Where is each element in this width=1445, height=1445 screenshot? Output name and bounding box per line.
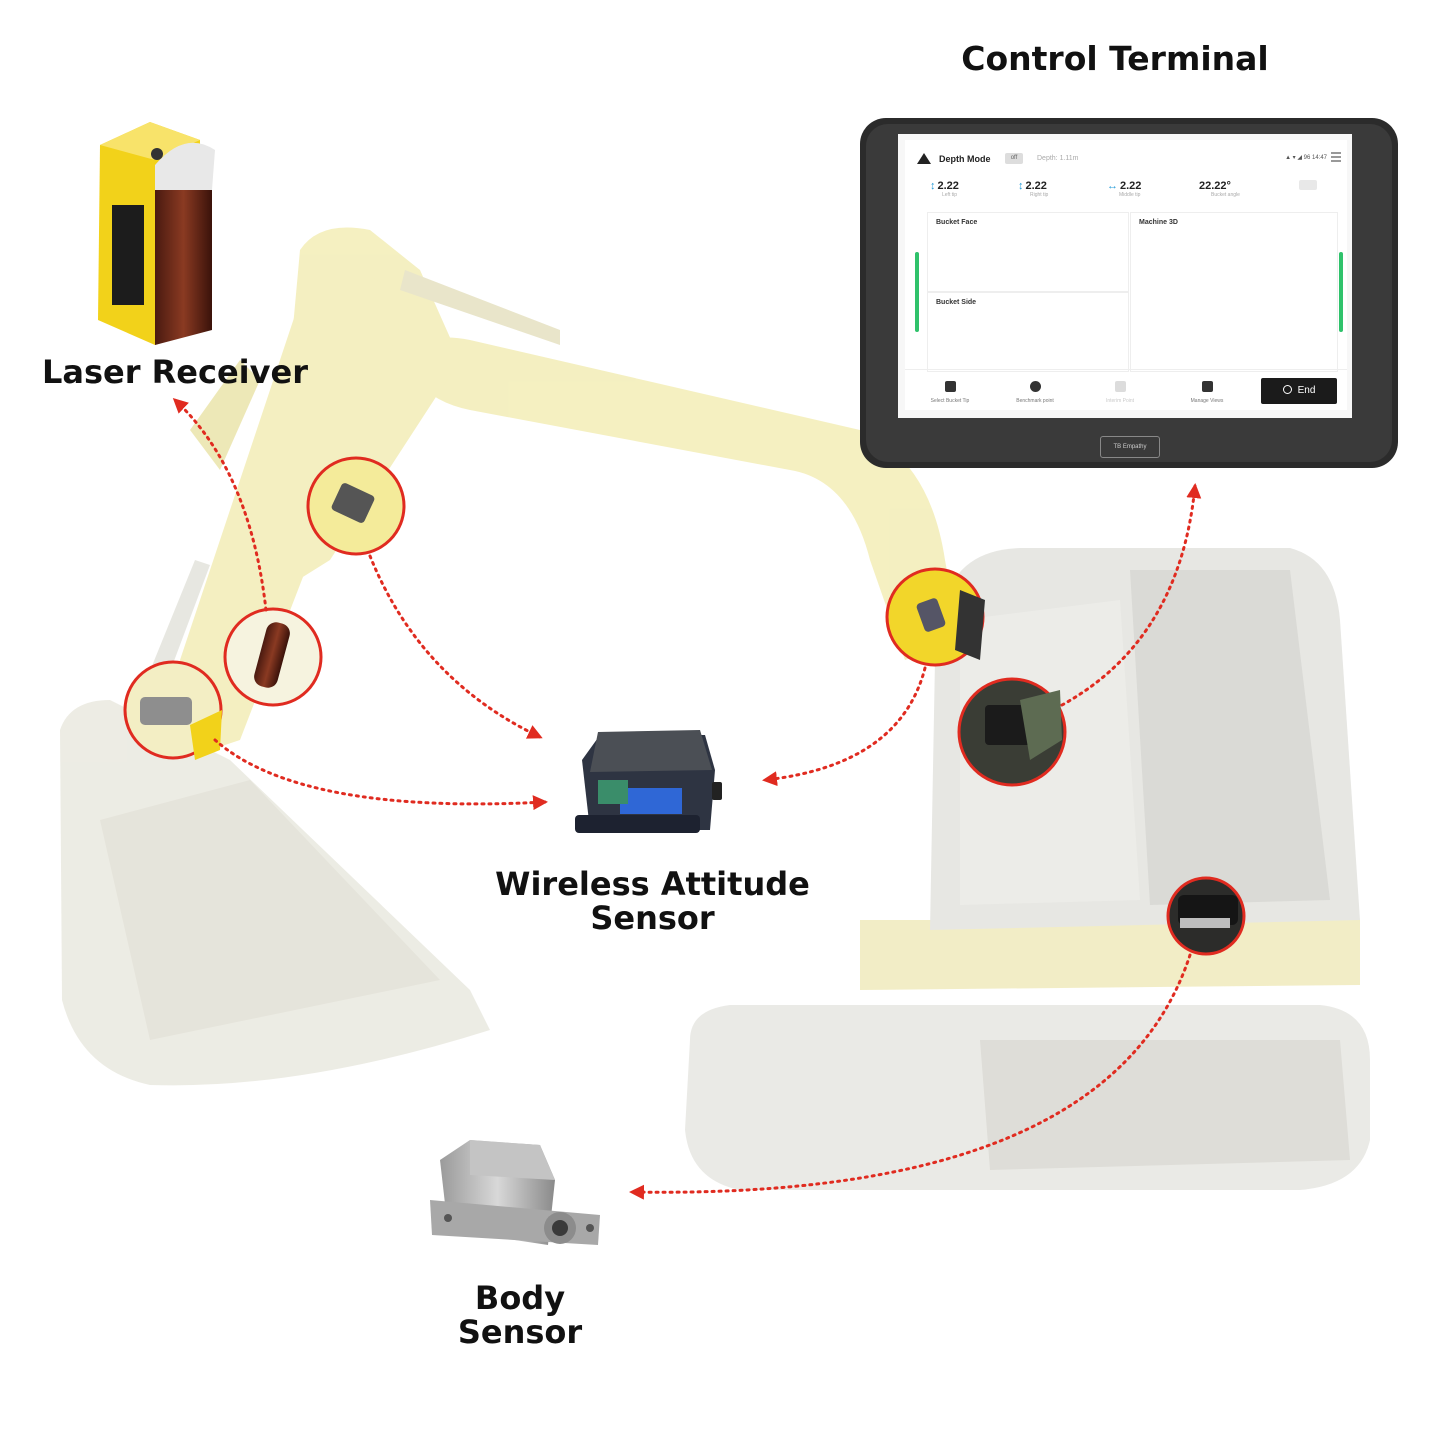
metric-caption: Left tip	[942, 192, 958, 198]
depth-hint: Depth: 1.11m	[1037, 155, 1079, 162]
bucket-icon	[944, 381, 956, 392]
arrow-boom-to-was	[762, 666, 927, 787]
left-level-indicator	[915, 252, 919, 332]
label-wireless-attitude-sensor: Wireless Attitude Sensor	[480, 865, 825, 937]
panel-title: Bucket Side	[936, 299, 977, 306]
arrow-to-body-sensor	[629, 953, 1192, 1200]
arrow-to-laser-receiver	[172, 397, 268, 612]
metric-value: 2.22	[1025, 180, 1047, 192]
grid-icon	[1201, 381, 1213, 392]
metric-middle-tip: ↔2.22 Middle tip	[1107, 180, 1187, 198]
target-icon	[1029, 381, 1041, 392]
label-line: Sensor	[590, 898, 715, 937]
arrow-arm-to-was	[368, 554, 543, 739]
right-level-indicator	[1339, 252, 1343, 332]
interim-point-button[interactable]: Interim Point	[1080, 381, 1160, 404]
laser-receiver-device	[98, 122, 215, 345]
callout-bucket-attitude-sensor	[123, 660, 223, 760]
metric-caption: Right tip	[1030, 192, 1049, 198]
end-button[interactable]: End	[1261, 378, 1337, 404]
panel-bucket-side[interactable]: Bucket Side	[927, 292, 1129, 372]
menu-icon[interactable]	[1331, 152, 1341, 162]
metric-value: 2.22	[1120, 180, 1142, 192]
callout-boom-attitude-sensor	[885, 567, 985, 667]
button-label: Manage Views	[1190, 398, 1224, 404]
label-line: Wireless Attitude	[495, 865, 810, 903]
status-bar: ▲ ▾ ◢ 96 14:47	[1285, 155, 1327, 161]
metric-right-tip: ↕2.22 Right tip	[1018, 180, 1098, 198]
pin-icon	[1114, 381, 1126, 392]
app-logo-icon	[917, 153, 931, 164]
terminal-brand-badge: TB Empathy	[1100, 436, 1160, 458]
mode-title: Depth Mode	[939, 154, 991, 164]
metric-left-tip: ↕2.22 Left tip	[930, 180, 1010, 198]
attitude-sensor-device	[575, 730, 722, 833]
end-label: End	[1297, 385, 1316, 396]
more-button[interactable]	[1299, 180, 1317, 190]
metric-value: 22.22°	[1199, 180, 1231, 192]
button-label: Interim Point	[1105, 398, 1135, 404]
button-label: Benchmark point	[1016, 398, 1054, 404]
metric-caption: Bucket angle	[1211, 192, 1240, 198]
screen-header: Depth Mode off Depth: 1.11m ▲ ▾ ◢ 96 14:…	[905, 140, 1347, 174]
excavator-illustration	[60, 227, 1370, 1190]
screen-toolbar: Select Bucket Tip Benchmark point Interi…	[905, 369, 1347, 410]
panel-bucket-face[interactable]: Bucket Face	[927, 212, 1129, 292]
panel-title: Machine 3D	[1139, 219, 1178, 226]
benchmark-point-button[interactable]: Benchmark point	[995, 381, 1075, 404]
body-sensor-device	[430, 1140, 600, 1245]
label-control-terminal: Control Terminal	[961, 39, 1269, 78]
arrow-cab-to-terminal	[1060, 483, 1202, 707]
callout-arm-attitude-sensor	[306, 456, 406, 556]
manage-views-button[interactable]: Manage Views	[1167, 381, 1247, 404]
label-body-sensor: Body Sensor	[420, 1279, 620, 1351]
callout-body-sensor-mount	[1166, 876, 1246, 956]
connection-arrows	[172, 397, 1202, 1200]
metric-value: 2.22	[937, 180, 959, 192]
callout-laser-receiver-mount	[223, 607, 323, 707]
panel-title: Bucket Face	[936, 219, 978, 226]
terminal-screen: Depth Mode off Depth: 1.11m ▲ ▾ ◢ 96 14:…	[905, 140, 1347, 410]
label-line: Body	[474, 1279, 566, 1317]
metric-bucket-angle: 22.22° Bucket angle	[1199, 180, 1279, 198]
label-laser-receiver: Laser Receiver	[42, 353, 308, 391]
label-line: Sensor	[457, 1312, 583, 1351]
button-label: Select Bucket Tip	[930, 398, 970, 404]
panel-machine-3d[interactable]: Machine 3D	[1130, 212, 1338, 372]
callout-cab-terminal-mount	[957, 677, 1067, 787]
mode-toggle[interactable]: off	[1005, 153, 1023, 164]
arrow-bucket-to-was	[213, 738, 548, 811]
select-bucket-tip-button[interactable]: Select Bucket Tip	[910, 381, 990, 404]
power-icon	[1282, 385, 1292, 394]
metric-caption: Middle tip	[1119, 192, 1141, 198]
